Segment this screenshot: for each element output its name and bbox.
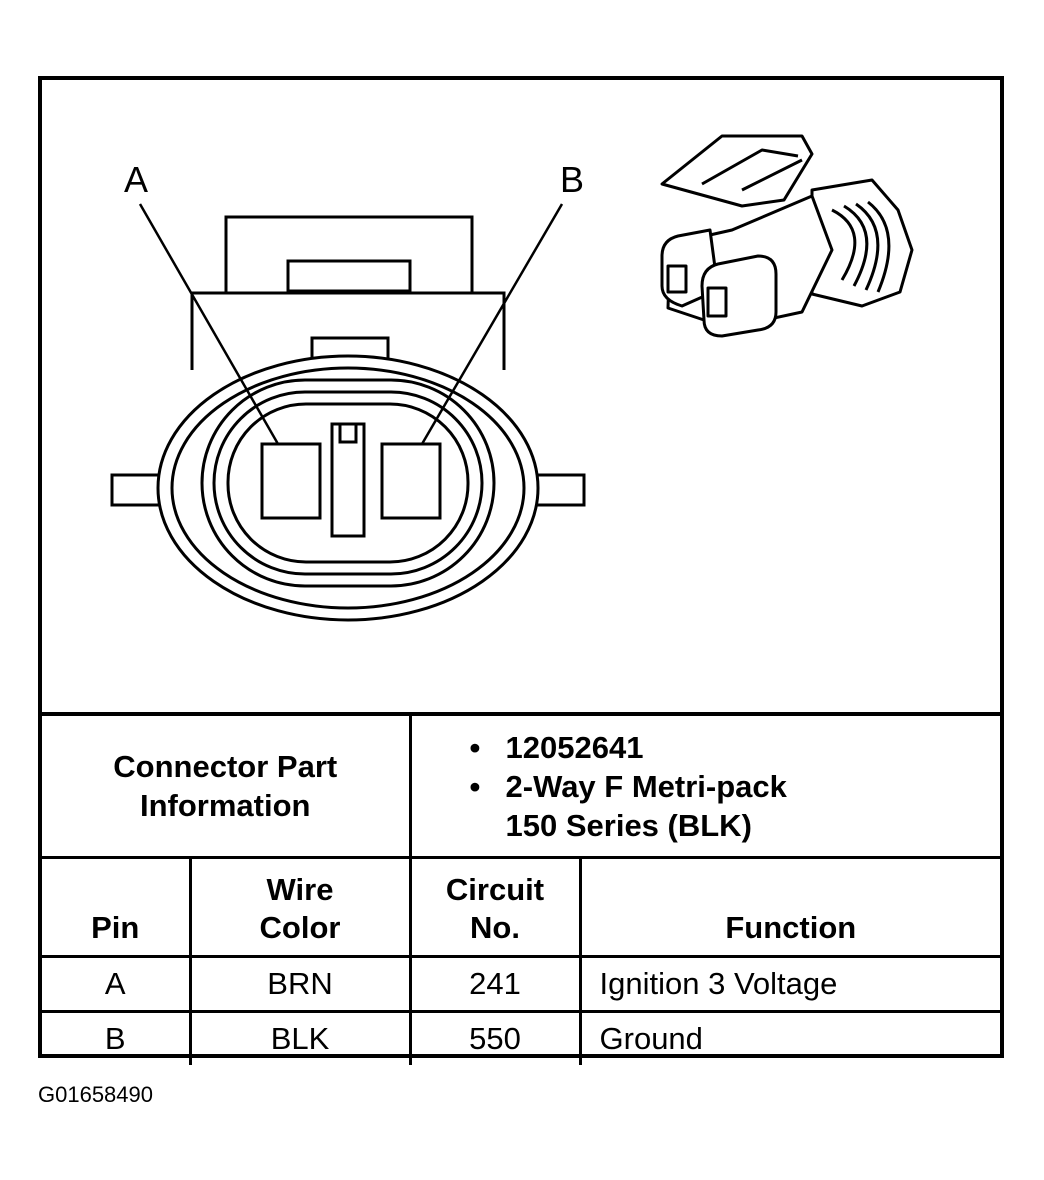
connector-diagram: A B <box>110 134 914 622</box>
connector-isometric-view <box>660 134 914 338</box>
iso-cavity-right <box>706 286 728 318</box>
leader-line-b <box>420 203 564 445</box>
header-circuit-no: Circuit No. <box>408 856 582 958</box>
part-number: 12052641 <box>470 728 1001 767</box>
connector-description: 2-Way F Metri-pack 150 Series (BLK) <box>470 767 1001 845</box>
connector-part-info-row: Connector Part Information 12052641 2-Wa… <box>42 712 1001 859</box>
connector-info-table: Connector Part Information 12052641 2-Wa… <box>42 712 1001 1065</box>
header-pin: Pin <box>42 856 192 958</box>
table-row: A BRN 241 Ignition 3 Voltage <box>42 955 1001 1013</box>
header-wire-color-line1: Wire <box>266 872 334 907</box>
row-wire-color: BRN <box>188 955 412 1013</box>
header-circuit-line1: Circuit <box>445 872 545 907</box>
connector-part-info-label: Connector Part Information <box>42 712 412 859</box>
right-ear <box>530 473 586 507</box>
header-circuit-line2: No. <box>470 910 520 945</box>
connector-part-label-line2: Information <box>140 788 311 823</box>
latch-slot <box>286 259 412 293</box>
row-wire-color: BLK <box>188 1010 412 1065</box>
row-function: Ground <box>578 1010 1001 1065</box>
pin-a-label: A <box>124 159 148 200</box>
connector-face-view <box>110 203 586 622</box>
header-wire-color: Wire Color <box>188 856 412 958</box>
figure-id: G01658490 <box>38 1082 153 1107</box>
row-function: Ignition 3 Voltage <box>578 955 1001 1013</box>
table-row: B BLK 550 Ground <box>42 1010 1001 1065</box>
row-circuit: 550 <box>408 1010 582 1065</box>
table-header-row: Pin Wire Color Circuit No. Function <box>42 856 1001 958</box>
terminal-b <box>380 442 442 520</box>
diagram-frame: A B Connector Part <box>38 76 1004 1065</box>
iso-cavity-left <box>666 264 688 294</box>
connector-description-line1: 2-Way F Metri-pack <box>505 769 787 804</box>
connector-description-line2: 150 Series (BLK) <box>505 808 752 843</box>
row-pin: B <box>42 1010 192 1065</box>
leader-line-a <box>138 203 280 445</box>
row-circuit: 241 <box>408 955 582 1013</box>
header-function: Function <box>578 856 1001 958</box>
pin-b-label: B <box>560 159 584 200</box>
row-pin: A <box>42 955 192 1013</box>
left-ear <box>110 473 166 507</box>
connector-part-label-line1: Connector Part <box>113 749 338 784</box>
header-wire-color-line2: Color <box>259 910 341 945</box>
terminal-a <box>260 442 322 520</box>
connector-part-info-values: 12052641 2-Way F Metri-pack 150 Series (… <box>408 712 1001 859</box>
